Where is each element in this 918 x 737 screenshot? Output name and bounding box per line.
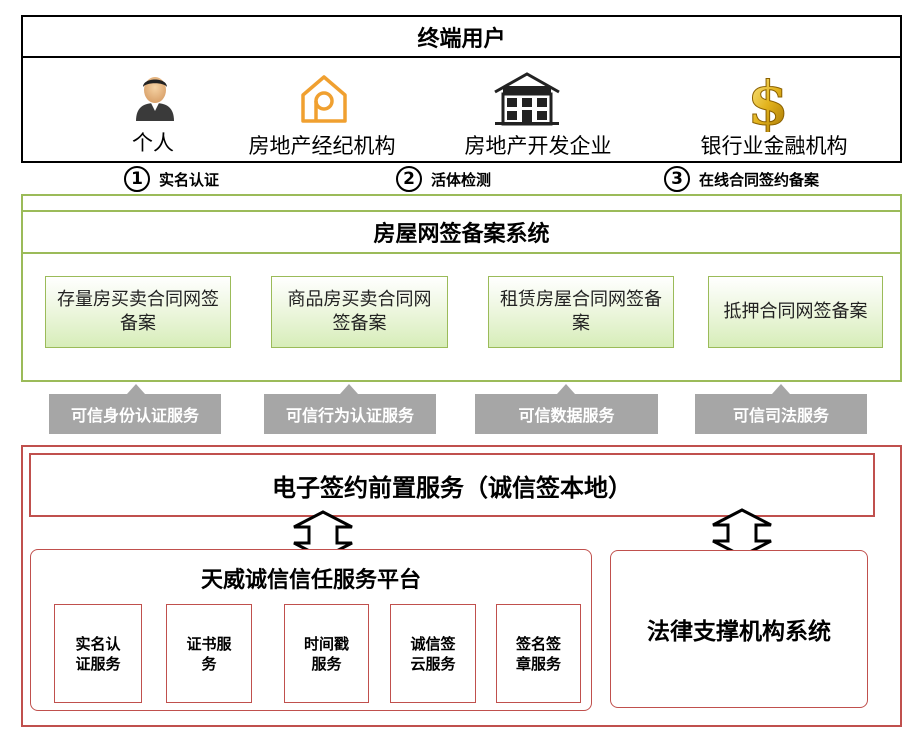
card-existing-house: 存量房买卖合同网签备案 [45,276,231,348]
step-number: 2 [396,166,422,192]
end-users-title: 终端用户 [417,26,506,52]
step-number: 1 [124,166,150,192]
building-icon [493,72,561,126]
card-label: 商品房买卖合同网签备案 [287,289,432,334]
step-number: 3 [664,166,690,192]
card-label: 抵押合同网签备案 [723,301,868,322]
platform-item-label: 诚信签云服务 [410,634,456,673]
platform-item-real-name: 实名认证服务 [54,604,142,703]
trust-platform-title-wrap: 天威诚信信任服务平台 [30,562,592,594]
platform-item-certificate: 证书服务 [166,604,252,703]
service-notch-top [772,384,790,394]
step-label: 活体检测 [431,170,492,189]
service-label: 可信数据服务 [518,406,615,425]
service-identity: 可信身份认证服务 [49,394,221,434]
front-service-box: 电子签约前置服务（诚信签本地） [29,453,875,517]
svg-text:$: $ [747,72,789,132]
platform-item-timestamp: 时间戳服务 [284,604,369,703]
step-online-signing: 3 在线合同签约备案 [664,166,819,192]
end-users-title-bar: 终端用户 [21,15,902,58]
service-judicial: 可信司法服务 [695,394,867,434]
platform-item-label: 签名签章服务 [515,634,561,673]
signing-system-title-bar: 房屋网签备案系统 [21,210,902,254]
user-item-agency: 房地产经纪机构 [232,130,412,160]
person-icon [132,73,178,121]
house-outline-icon [299,73,349,125]
platform-item-label: 证书服务 [186,634,232,673]
dollar-icon: $ [742,69,794,140]
service-data: 可信数据服务 [475,394,658,434]
card-rental-house: 租赁房屋合同网签备案 [488,276,674,348]
platform-item-seal: 签名签章服务 [496,604,581,703]
platform-item-cloud-sign: 诚信签云服务 [390,604,476,703]
card-label: 存量房买卖合同网签备案 [57,289,219,334]
user-label-bank: 银行业金融机构 [696,134,852,158]
trust-platform-title: 天威诚信信任服务平台 [200,568,421,593]
user-label-developer: 房地产开发企业 [460,134,616,158]
service-notch-top [557,384,575,394]
card-mortgage: 抵押合同网签备案 [708,276,883,348]
legal-system-title: 法律支撑机构系统 [647,619,831,645]
user-label-agency: 房地产经纪机构 [244,134,400,158]
service-label: 可信司法服务 [732,406,829,425]
service-label: 可信身份认证服务 [70,406,199,425]
legal-system-box: 法律支撑机构系统 [610,550,868,708]
card-commercial-house: 商品房买卖合同网签备案 [271,276,448,348]
user-item-individual: 个人 [108,127,198,157]
user-item-developer: 房地产开发企业 [443,130,633,160]
card-label: 租赁房屋合同网签备案 [500,289,662,334]
service-notch-top [340,384,358,394]
step-label: 实名认证 [159,170,220,189]
platform-item-label: 时间戳服务 [303,634,349,673]
front-service-title: 电子签约前置服务（诚信签本地） [272,473,632,502]
platform-item-label: 实名认证服务 [75,634,121,673]
step-liveness: 2 活体检测 [396,166,491,192]
service-notch-top [127,384,145,394]
step-real-name: 1 实名认证 [124,166,219,192]
user-label-individual: 个人 [128,131,178,155]
service-behavior: 可信行为认证服务 [264,394,436,434]
step-label: 在线合同签约备案 [699,170,820,189]
signing-system-title: 房屋网签备案系统 [373,222,550,247]
user-item-bank: 银行业金融机构 [683,130,865,160]
service-label: 可信行为认证服务 [285,406,414,425]
